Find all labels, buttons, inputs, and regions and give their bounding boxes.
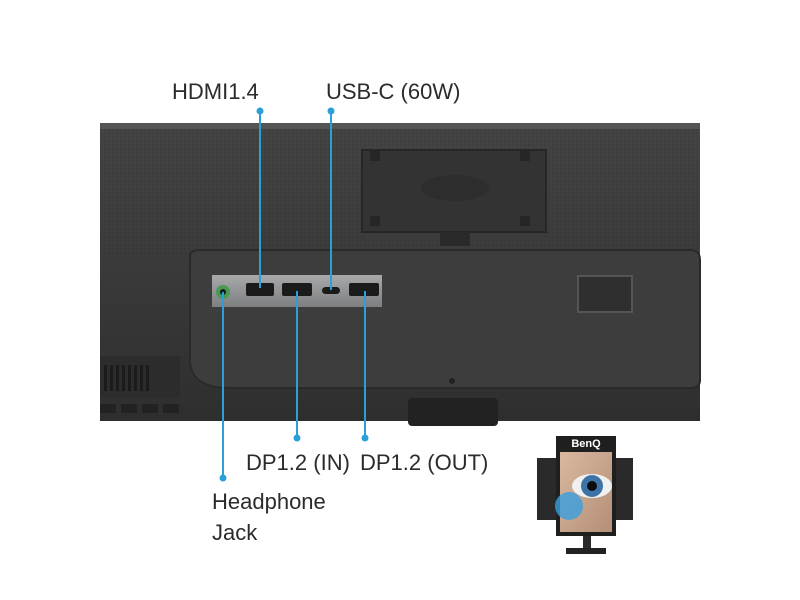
power-socket bbox=[577, 275, 633, 313]
stand-neck bbox=[408, 398, 498, 426]
vent-grille bbox=[100, 356, 180, 413]
label-usbc: USB-C (60W) bbox=[326, 79, 461, 104]
label-headphone-line2: Jack bbox=[212, 520, 258, 545]
label-headphone-line1: Headphone bbox=[212, 489, 326, 514]
label-hdmi: HDMI1.4 bbox=[172, 79, 259, 104]
label-dp-in: DP1.2 (IN) bbox=[246, 450, 350, 475]
brand-logo: BenQ bbox=[571, 438, 601, 450]
callout-lines bbox=[219, 107, 369, 482]
screw-hole bbox=[449, 378, 455, 384]
vesa-mount bbox=[361, 149, 547, 246]
label-dp-out: DP1.2 (OUT) bbox=[360, 450, 489, 475]
pivot-illustration: BenQ bbox=[537, 436, 633, 554]
port-recess bbox=[189, 249, 701, 389]
